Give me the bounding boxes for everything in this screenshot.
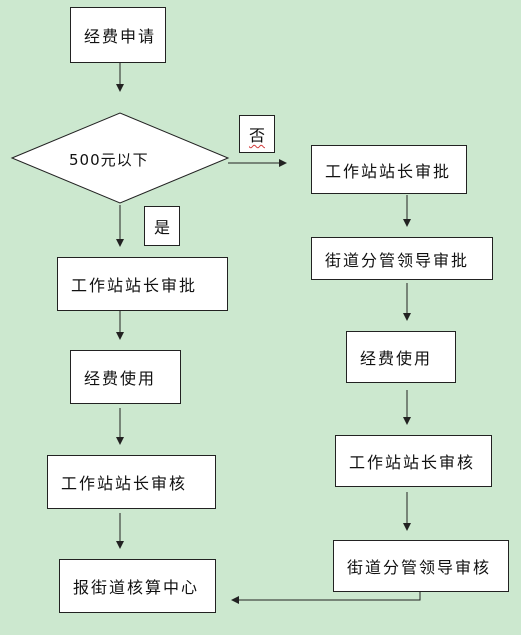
left-station-approval-text: 工作站站长审批: [71, 276, 198, 295]
right-street-leader-review-text: 街道分管领导审核: [347, 558, 492, 577]
right-station-approval-text: 工作站站长审批: [325, 161, 452, 181]
apply-funds-text: 经费申请: [84, 27, 157, 46]
yes-branch-text: 是: [153, 218, 170, 237]
final-accounting-center-text: 报街道核算中心: [73, 578, 200, 597]
right-street-leader-approval-box: 街道分管领导审批: [311, 237, 493, 280]
arrow-right-to-final: [231, 592, 421, 604]
left-use-funds-box: 经费使用: [70, 350, 181, 404]
left-station-approval-box: 工作站站长审批: [57, 257, 228, 311]
final-accounting-center-box: 报街道核算中心: [59, 559, 216, 613]
decision-text: 500元以下: [69, 151, 149, 169]
right-station-review-text: 工作站站长审核: [349, 453, 476, 472]
yes-branch-label: 是: [144, 206, 180, 246]
right-station-review-box: 工作站站长审核: [335, 435, 492, 487]
no-branch-text: 否: [248, 126, 265, 145]
right-station-approval-box: 工作站站长审批: [311, 145, 467, 194]
right-street-leader-approval-text: 街道分管领导审批: [325, 250, 470, 270]
decision-diamond: [10, 112, 230, 204]
left-station-review-text: 工作站站长审核: [61, 474, 188, 493]
left-use-funds-text: 经费使用: [84, 369, 157, 388]
left-station-review-box: 工作站站长审核: [47, 455, 216, 509]
right-street-leader-review-box: 街道分管领导审核: [333, 540, 509, 592]
right-use-funds-box: 经费使用: [346, 331, 456, 383]
no-branch-label: 否: [239, 115, 275, 153]
apply-funds-box: 经费申请: [70, 7, 166, 63]
right-use-funds-text: 经费使用: [360, 349, 433, 368]
